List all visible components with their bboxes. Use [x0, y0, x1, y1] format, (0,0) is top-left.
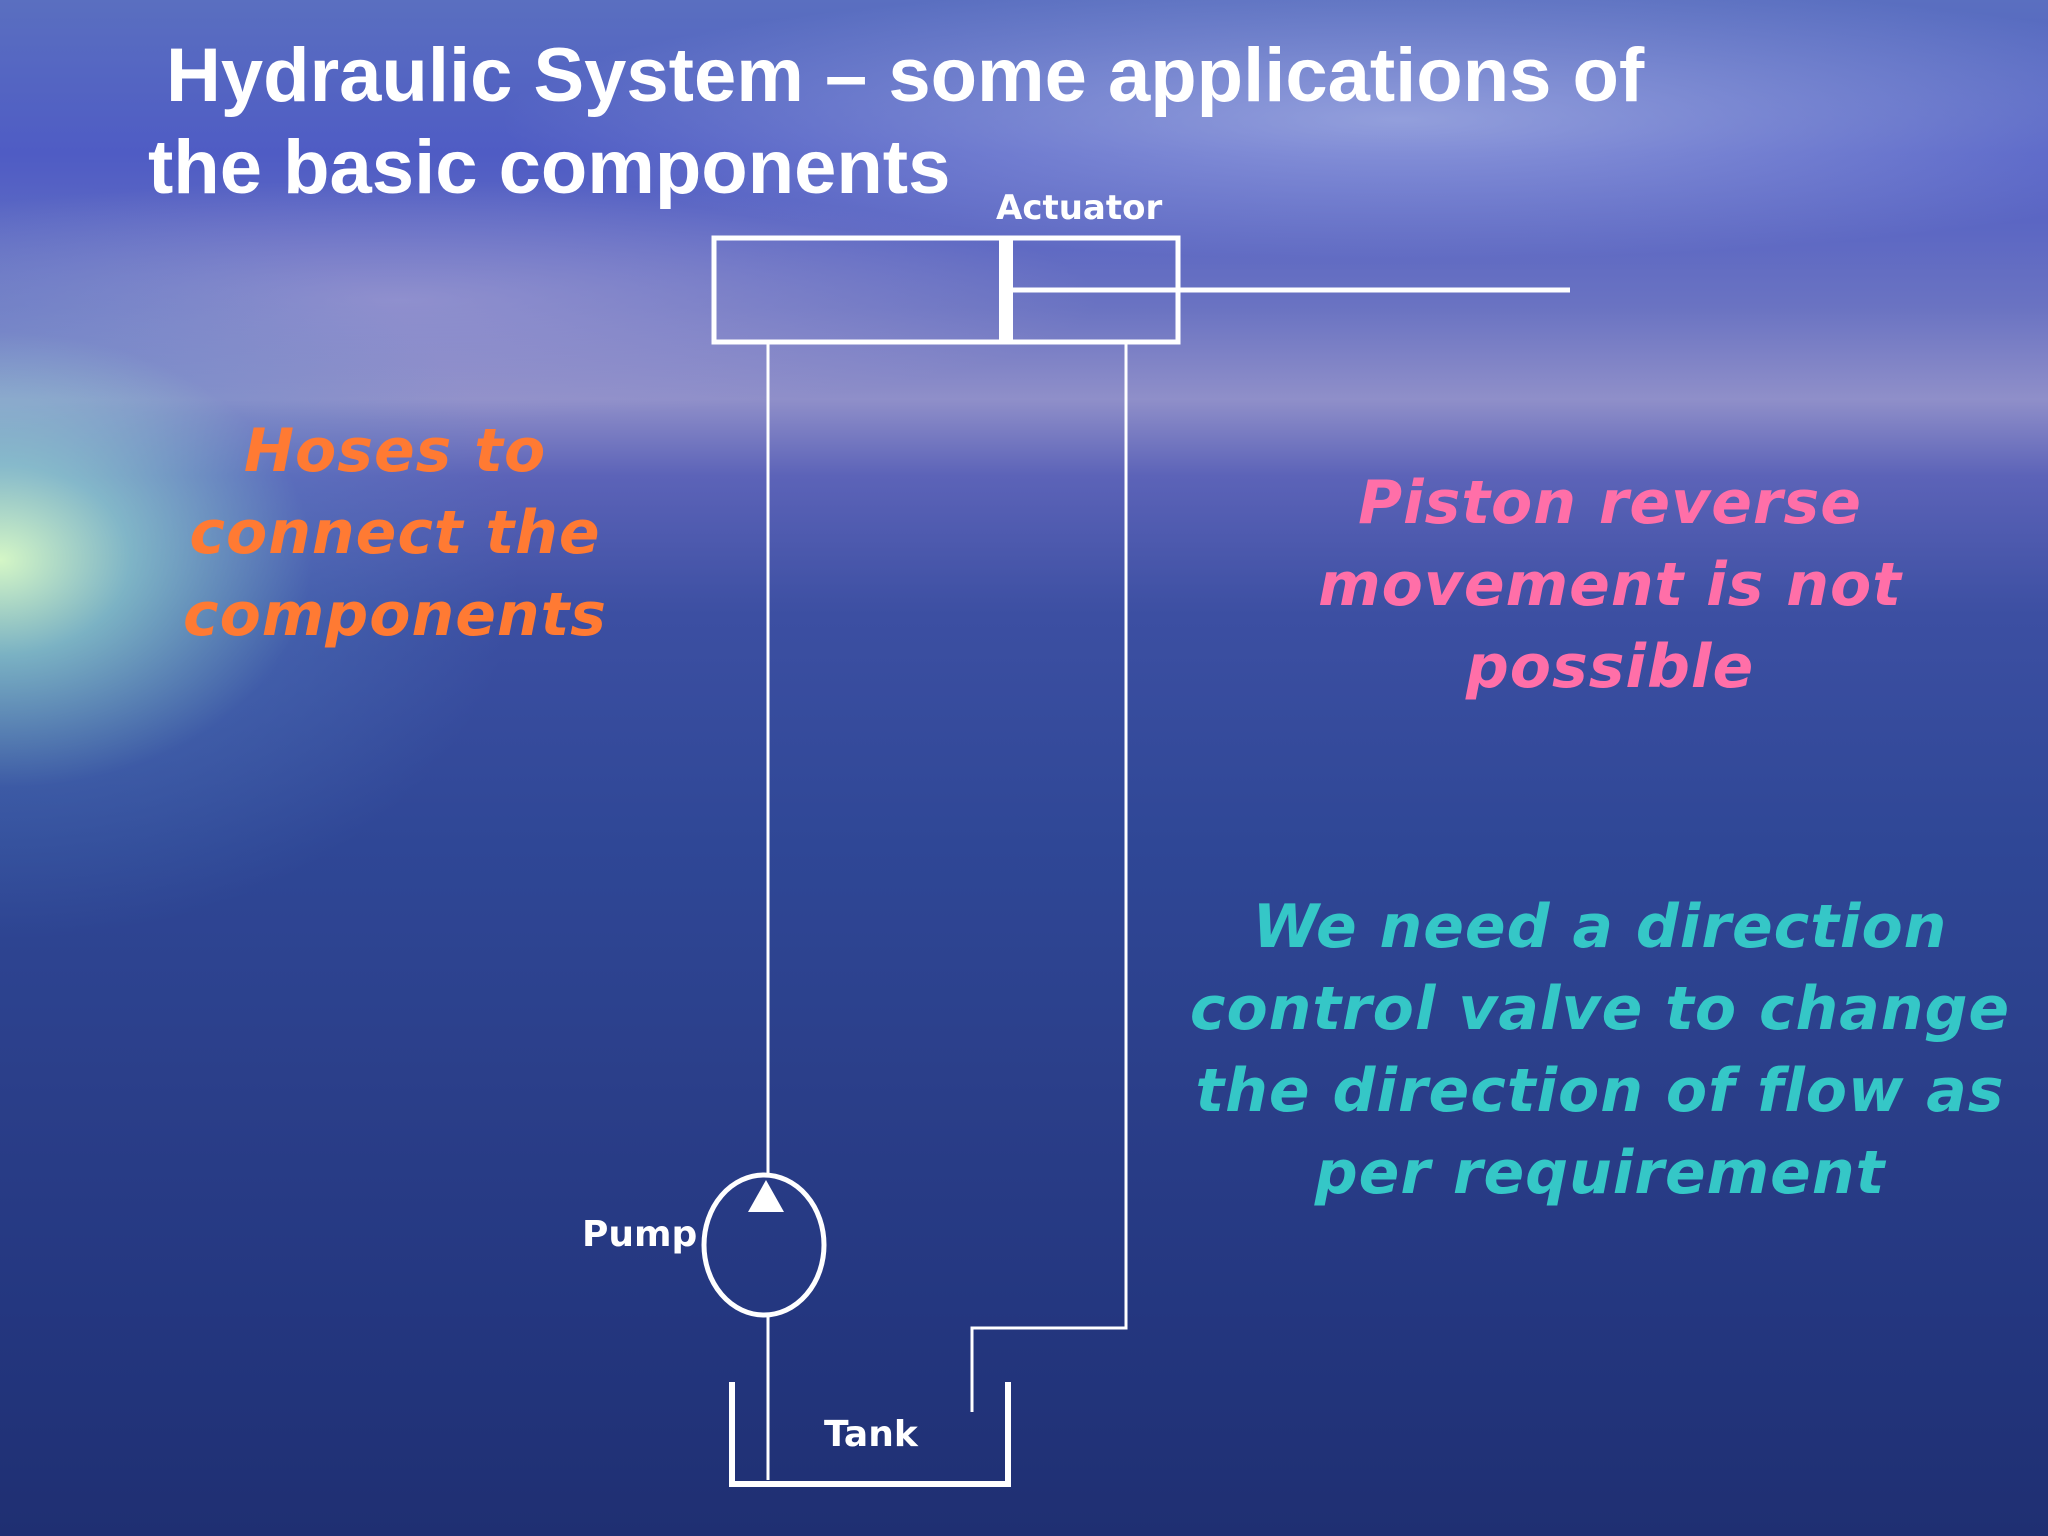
actuator-label: Actuator: [996, 188, 1163, 228]
hose-right: [970, 342, 1128, 1412]
slide-title: Hydraulic System – some applications of …: [148, 33, 1645, 210]
tank-label: Tank: [824, 1414, 918, 1455]
hoses-note: Hoses to connect the components: [183, 416, 607, 650]
pump-arrow-icon: [748, 1180, 784, 1212]
tank-symbol: [729, 1382, 1011, 1487]
direction-valve-note: We need a direction control valve to cha…: [1189, 892, 2011, 1208]
piston-note: Piston reverse movement is not possible: [1318, 468, 1902, 702]
pump-symbol: [701, 1172, 827, 1318]
pump-label: Pump: [582, 1214, 698, 1255]
